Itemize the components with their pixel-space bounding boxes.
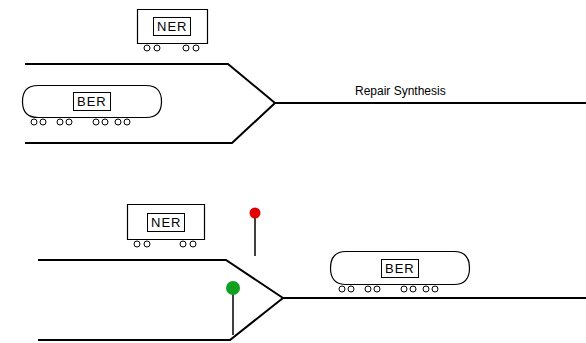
wheel — [93, 119, 99, 125]
green-signal — [226, 281, 240, 335]
wagon-label: BER — [381, 259, 419, 278]
wheel — [190, 241, 196, 247]
wheel — [66, 119, 72, 125]
wheel — [144, 241, 150, 247]
wheel — [339, 286, 345, 292]
wheel — [374, 286, 380, 292]
wheel — [154, 45, 160, 51]
box-wagon: NER — [137, 9, 208, 44]
red-signal — [250, 208, 261, 257]
wheel — [115, 119, 121, 125]
wheel — [183, 45, 189, 51]
wheel — [102, 119, 108, 125]
upper-track — [38, 260, 283, 298]
wheel — [348, 286, 354, 292]
main-track — [283, 297, 586, 299]
wheel — [144, 45, 150, 51]
wheel — [365, 286, 371, 292]
wheel — [40, 119, 46, 125]
wheel — [193, 45, 199, 51]
tank-wagon: BER — [330, 251, 470, 285]
lower-track — [38, 298, 283, 340]
wheel — [423, 286, 429, 292]
wheel — [432, 286, 438, 292]
tank-wagon: BER — [22, 85, 162, 118]
wagon-label: BER — [73, 92, 111, 111]
track-label: Repair Synthesis — [355, 84, 446, 98]
wheel — [124, 119, 130, 125]
wheel — [180, 241, 186, 247]
wheel — [57, 119, 63, 125]
wheel — [410, 286, 416, 292]
wheel — [31, 119, 37, 125]
wheel — [401, 286, 407, 292]
wheel — [134, 241, 140, 247]
main-track — [275, 102, 586, 104]
box-wagon: NER — [127, 204, 205, 240]
wagon-label: NER — [147, 213, 185, 232]
wagon-label: NER — [153, 17, 191, 36]
